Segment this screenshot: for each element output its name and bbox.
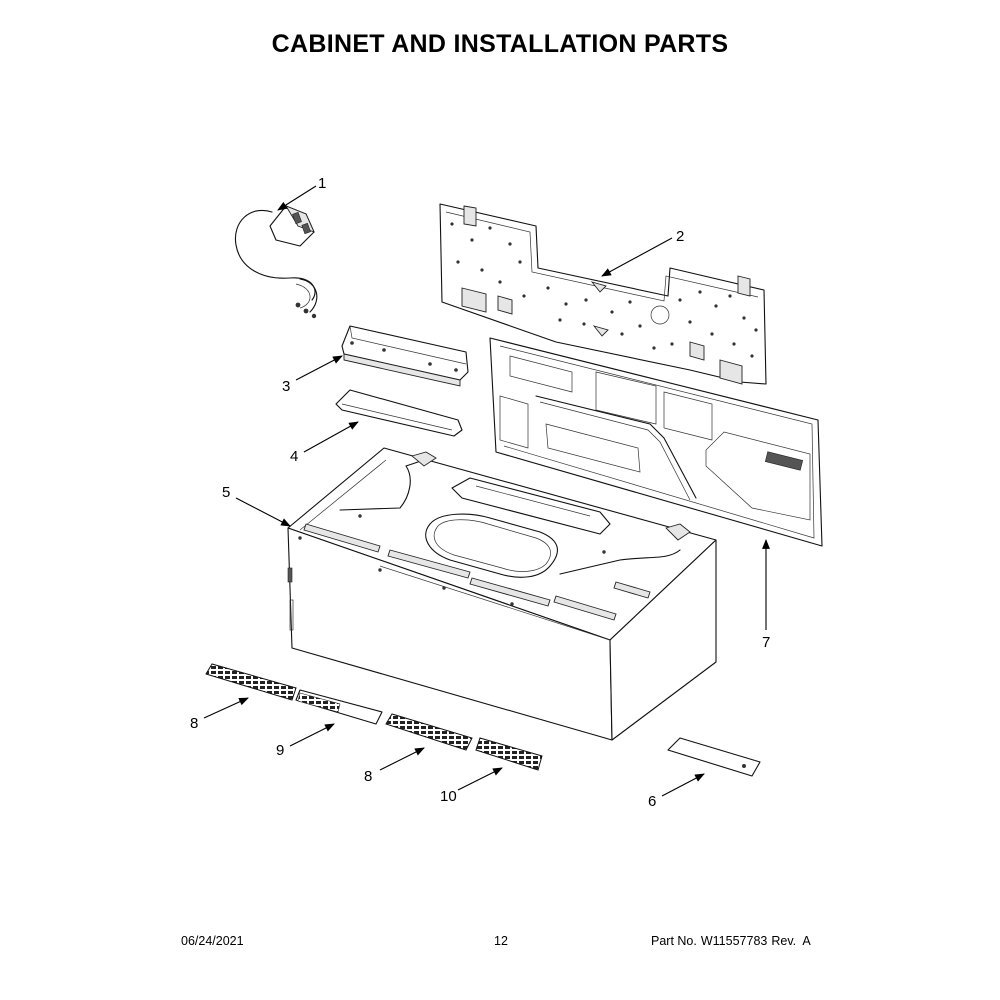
page-title: CABINET AND INSTALLATION PARTS [271, 30, 729, 58]
part-1-power-cord [234, 205, 318, 319]
callout-4: 4 [290, 448, 298, 465]
callout-2: 2 [676, 228, 684, 245]
callout-3: 3 [282, 378, 290, 395]
leader-lines [203, 185, 770, 797]
callout-10: 10 [440, 788, 457, 805]
footer-part-number: W11557783 [700, 934, 768, 948]
part-2-mounting-plate [439, 203, 767, 385]
footer-part-label: Part No. [651, 934, 697, 948]
part-5-cabinet [287, 447, 717, 741]
footer-date: 06/24/2021 [181, 934, 244, 948]
part-7-rear-panel [489, 337, 823, 547]
callout-6: 6 [648, 793, 656, 810]
part-8-grille-middle [385, 713, 473, 751]
callout-8-middle: 8 [364, 768, 372, 785]
callout-7: 7 [762, 634, 770, 651]
part-9-filter [295, 689, 383, 725]
callout-5: 5 [222, 484, 230, 501]
footer-revision: Rev. A [771, 934, 811, 948]
callout-9: 9 [276, 742, 284, 759]
callout-8-left: 8 [190, 715, 198, 732]
part-6-plate [667, 737, 761, 777]
part-4-plate [335, 389, 463, 437]
part-8-grille-left [205, 663, 297, 701]
part-10-grille-small [475, 737, 543, 771]
part-3-bracket [341, 325, 469, 387]
callout-1: 1 [318, 175, 326, 192]
footer-page-number: 12 [494, 934, 508, 948]
